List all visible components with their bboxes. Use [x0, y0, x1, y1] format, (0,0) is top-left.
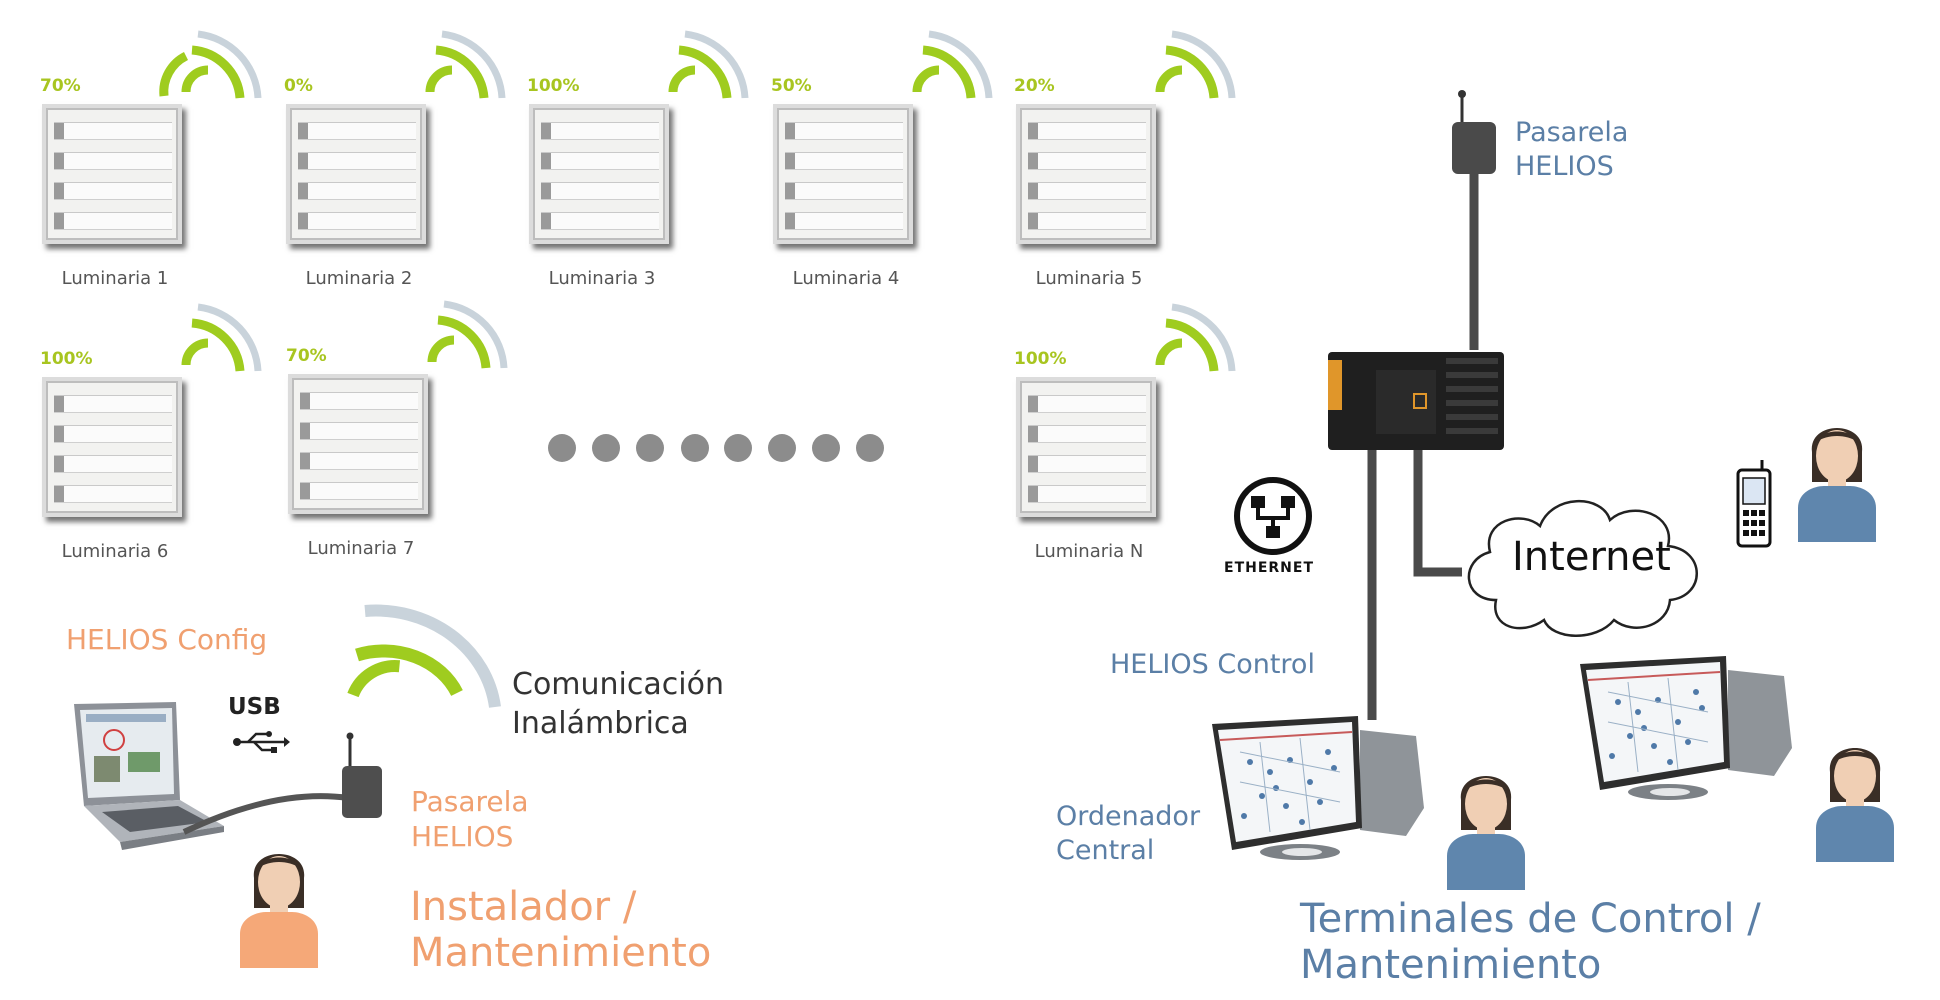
wireless-label-line1: Comunicación [512, 667, 724, 702]
central-computer-label: Ordenador Central [1056, 800, 1200, 868]
mobile-user-person-icon [1798, 428, 1876, 542]
remote-computer-icon [1580, 656, 1792, 800]
wireless-communication-label: Comunicación Inalámbrica [512, 665, 724, 743]
helios-control-label: HELIOS Control [1110, 649, 1315, 680]
wifi-signal-icon [1155, 303, 1236, 372]
central-label-line2: Central [1056, 834, 1155, 866]
wifi-signal-icon [181, 303, 262, 372]
gateway-device-icon [342, 732, 382, 818]
top-gateway-line1: Pasarela [1515, 117, 1629, 148]
luminaire-level: 100% [527, 76, 580, 96]
luminaire-level: 0% [284, 76, 313, 96]
luminaire-name: Luminaria 1 [61, 268, 169, 289]
luminaire-panel [286, 104, 426, 244]
mobile-phone-icon [1736, 460, 1772, 548]
ethernet-icon [1234, 477, 1312, 555]
luminaire-panel [288, 374, 428, 514]
luminaire-panel [773, 104, 913, 244]
laptop-icon [74, 702, 224, 850]
luminaire-level: 100% [40, 349, 93, 369]
luminaire-name: Luminaria N [1034, 541, 1144, 562]
network-cables [1367, 170, 1479, 720]
installer-role-label: Instalador / Mantenimiento [410, 884, 711, 976]
luminaire-level: 50% [771, 76, 812, 96]
luminaire-panel [42, 104, 182, 244]
luminaire-name: Luminaria 7 [307, 538, 415, 559]
usb-icon [233, 731, 290, 753]
remote-operator-person-icon [1816, 748, 1894, 862]
wifi-signal-icon [912, 30, 993, 99]
luminaire-name: Luminaria 5 [1035, 268, 1143, 289]
luminaire-level: 70% [40, 76, 81, 96]
luminaire-name: Luminaria 6 [61, 541, 169, 562]
central-operator-person-icon [1447, 776, 1525, 890]
gateway-label-line1: Pasarela [411, 785, 529, 818]
installer-role-line2: Mantenimiento [410, 930, 712, 976]
top-gateway-line2: HELIOS [1515, 150, 1614, 182]
luminaire-name: Luminaria 4 [792, 268, 900, 289]
central-computer-icon [1212, 716, 1424, 860]
installer-role-line1: Instalador / [410, 884, 637, 930]
luminaire-panel [1016, 377, 1156, 517]
luminaire-level: 20% [1014, 76, 1055, 96]
luminaire-panel [1016, 104, 1156, 244]
helios-config-label: HELIOS Config [66, 623, 268, 656]
top-gateway-device-icon [1452, 90, 1496, 174]
luminaire-level: 70% [286, 346, 327, 366]
central-label-line1: Ordenador [1056, 801, 1201, 832]
wifi-signal-icon [668, 30, 749, 99]
controller-device-icon [1328, 352, 1504, 450]
internet-cloud-icon [1467, 499, 1698, 637]
wifi-signal-icon [427, 300, 508, 369]
control-role-line2: Mantenimiento [1300, 942, 1602, 988]
installer-gateway-label: Pasarela HELIOS [411, 784, 529, 854]
wireless-signal-icon [347, 604, 501, 708]
luminaire-name: Luminaria 2 [305, 268, 413, 289]
ethernet-label: ETHERNET [1224, 560, 1315, 576]
control-role-line1: Terminales de Control / [1300, 896, 1761, 942]
top-gateway-label: Pasarela HELIOS [1515, 116, 1628, 184]
gateway-label-line2: HELIOS [411, 820, 514, 853]
control-role-label: Terminales de Control / Mantenimiento [1300, 896, 1761, 988]
installer-person-icon [240, 854, 318, 968]
wifi-signal-icon [1155, 30, 1236, 99]
usb-cable [182, 793, 349, 835]
usb-label: USB [228, 694, 281, 720]
luminaire-name: Luminaria 3 [548, 268, 656, 289]
luminaire-level: 100% [1014, 349, 1067, 369]
luminaire-panel [529, 104, 669, 244]
wifi-signal-icon [425, 30, 506, 99]
wifi-signal-icon [159, 30, 262, 99]
wireless-label-line2: Inalámbrica [512, 706, 689, 741]
internet-label: Internet [1512, 534, 1671, 580]
luminaire-panel [42, 377, 182, 517]
